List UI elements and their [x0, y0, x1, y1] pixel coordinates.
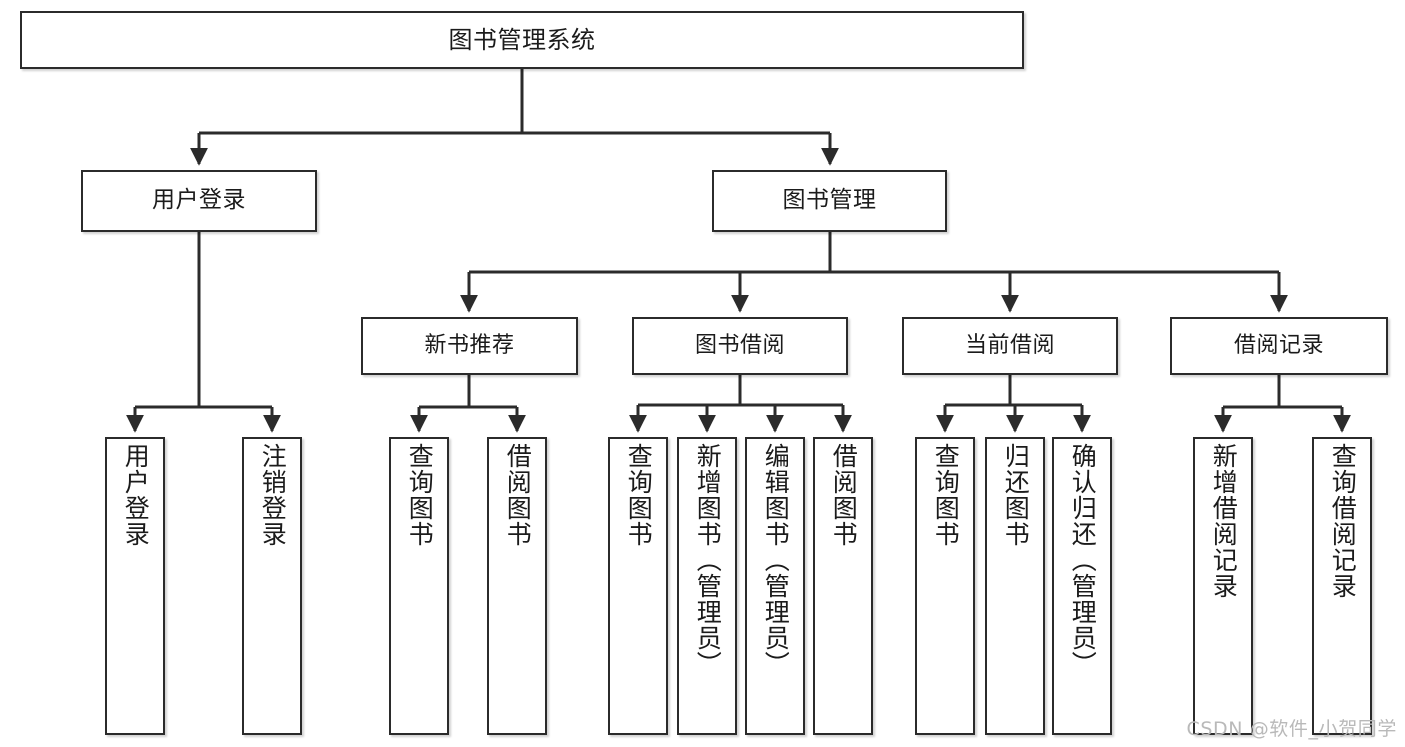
node-new-book-recommend-label: 新书推荐 — [424, 332, 515, 358]
node-user-login[interactable]: 用户登录 — [81, 170, 317, 232]
node-leaf-query-book-1[interactable]: 查询图书 — [389, 437, 449, 735]
node-user-login-label: 用户登录 — [152, 187, 246, 214]
csdn-watermark: CSDN @软件_小贺同学 — [1186, 718, 1397, 740]
node-book-borrow[interactable]: 图书借阅 — [632, 317, 848, 375]
node-leaf-query-book-1-label: 查询图书 — [405, 443, 435, 547]
node-leaf-logout[interactable]: 注销登录 — [242, 437, 302, 735]
node-leaf-query-book-3-label: 查询图书 — [931, 443, 961, 547]
node-leaf-confirm-return-label: 确认归还（管理员） — [1068, 443, 1098, 677]
node-leaf-add-book[interactable]: 新增图书（管理员） — [677, 437, 737, 735]
node-leaf-add-record-label: 新增借阅记录 — [1209, 443, 1239, 599]
node-leaf-borrow-book-2[interactable]: 借阅图书 — [813, 437, 873, 735]
node-leaf-return-book[interactable]: 归还图书 — [985, 437, 1045, 735]
node-leaf-confirm-return[interactable]: 确认归还（管理员） — [1052, 437, 1112, 735]
node-leaf-borrow-book-1-label: 借阅图书 — [503, 443, 533, 547]
node-leaf-user-login[interactable]: 用户登录 — [105, 437, 165, 735]
node-leaf-edit-book-label: 编辑图书（管理员） — [761, 443, 791, 677]
node-root-label: 图书管理系统 — [448, 25, 596, 54]
node-borrow-record-label: 借阅记录 — [1233, 332, 1324, 358]
node-leaf-return-book-label: 归还图书 — [1001, 443, 1031, 547]
node-leaf-query-book-2[interactable]: 查询图书 — [608, 437, 668, 735]
node-leaf-query-record-label: 查询借阅记录 — [1328, 443, 1358, 599]
node-leaf-edit-book[interactable]: 编辑图书（管理员） — [745, 437, 805, 735]
node-current-borrow[interactable]: 当前借阅 — [902, 317, 1118, 375]
node-leaf-borrow-book-2-label: 借阅图书 — [829, 443, 859, 547]
node-leaf-logout-label: 注销登录 — [258, 443, 288, 547]
node-current-borrow-label: 当前借阅 — [964, 332, 1055, 358]
node-root-system[interactable]: 图书管理系统 — [20, 11, 1024, 69]
node-leaf-add-book-label: 新增图书（管理员） — [693, 443, 723, 677]
node-leaf-user-login-label: 用户登录 — [121, 443, 151, 547]
node-leaf-query-record[interactable]: 查询借阅记录 — [1312, 437, 1372, 735]
node-new-book-recommend[interactable]: 新书推荐 — [361, 317, 578, 375]
node-book-management-label: 图书管理 — [782, 187, 877, 214]
node-leaf-borrow-book-1[interactable]: 借阅图书 — [487, 437, 547, 735]
node-leaf-query-book-3[interactable]: 查询图书 — [915, 437, 975, 735]
node-book-borrow-label: 图书借阅 — [694, 332, 785, 358]
node-borrow-record[interactable]: 借阅记录 — [1170, 317, 1388, 375]
node-leaf-query-book-2-label: 查询图书 — [624, 443, 654, 547]
node-leaf-add-record[interactable]: 新增借阅记录 — [1193, 437, 1253, 735]
node-book-management[interactable]: 图书管理 — [712, 170, 947, 232]
